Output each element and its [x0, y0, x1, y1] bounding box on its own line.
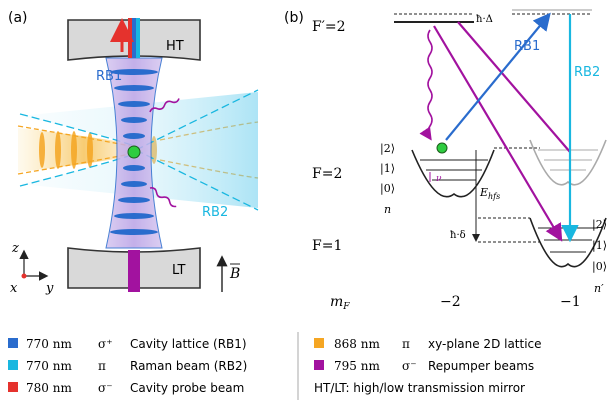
mirror-ht-label: HT: [166, 39, 184, 54]
level-f1: F=1: [312, 238, 342, 254]
svg-text:Raman beam (RB2): Raman beam (RB2): [130, 359, 247, 373]
mf-value-left: −2: [440, 294, 461, 310]
nu-label: ν: [436, 174, 442, 184]
panel-a-label: (a): [8, 10, 28, 26]
mf-label: mF: [330, 294, 350, 312]
axis-y: y: [45, 281, 54, 296]
axis-z: z: [11, 241, 19, 256]
rb1-label-b: RB1: [514, 39, 540, 54]
svg-text:Cavity probe beam: Cavity probe beam: [130, 381, 244, 395]
photon-down: [149, 187, 177, 208]
b-field-label: B: [229, 266, 240, 282]
svg-text:σ⁺: σ⁺: [98, 337, 113, 351]
level-f2: F=2: [312, 166, 342, 182]
level-fp2: F′=2: [312, 19, 346, 35]
svg-text:770 nm: 770 nm: [26, 337, 72, 351]
rb2-label-a: RB2: [202, 205, 228, 220]
axis-x: x: [10, 281, 18, 296]
svg-text:780 nm: 780 nm: [26, 381, 72, 395]
svg-text:xy-plane 2D lattice: xy-plane 2D lattice: [428, 337, 542, 351]
repumper-decay: [419, 29, 433, 141]
nprime-label: n′: [594, 282, 604, 295]
photon-up: [149, 98, 180, 113]
detuning-delta-cap: ħ·Δ: [476, 14, 493, 25]
repumper-column: [128, 250, 140, 292]
mf-value-right: −1: [560, 294, 581, 310]
rb1-transition: [445, 12, 551, 141]
svg-text:795 nm: 795 nm: [334, 359, 380, 373]
svg-text:σ⁻: σ⁻: [98, 381, 113, 395]
legend-item-repumper: 795 nm σ⁻ Repumper beams: [314, 359, 534, 373]
atom: [127, 145, 141, 159]
n-label: n: [384, 203, 391, 216]
lattice-2d-beam: [18, 128, 150, 172]
trap-left: [411, 149, 495, 198]
coord-axes: z x y: [10, 241, 54, 296]
svg-text:Cavity lattice (RB1): Cavity lattice (RB1): [130, 337, 247, 351]
repumper-beam-1: [433, 25, 563, 242]
state-left-1: |1⟩: [380, 162, 395, 176]
state-right-1: |1⟩: [592, 239, 607, 253]
legend-note: HT/LT: high/low transmission mirror: [314, 381, 525, 395]
cavity-lattice-antinodes: [110, 69, 158, 235]
detuning-delta-small: ħ·δ: [450, 230, 466, 241]
state-left-2: |2⟩: [380, 142, 395, 156]
hfs-label: Ehfs: [479, 186, 500, 201]
legend: 770 nm σ⁺ Cavity lattice (RB1) 770 nm π …: [8, 332, 542, 400]
legend-item-rb1: 770 nm σ⁺ Cavity lattice (RB1): [8, 337, 247, 351]
svg-text:770 nm: 770 nm: [26, 359, 72, 373]
state-left-0: |0⟩: [380, 182, 395, 196]
mirror-lt-label: LT: [172, 263, 185, 278]
svg-text:π: π: [402, 337, 410, 351]
svg-text:868 nm: 868 nm: [334, 337, 380, 351]
svg-text:σ⁻: σ⁻: [402, 359, 417, 373]
svg-text:Repumper beams: Repumper beams: [428, 359, 534, 373]
atom-level: [436, 142, 448, 154]
legend-item-lattice: 868 nm π xy-plane 2D lattice: [314, 337, 542, 351]
rb2-label-b: RB2: [574, 65, 600, 80]
repumper-beam-2: [457, 21, 571, 153]
trap-right: [529, 217, 607, 268]
panel-b-label: (b): [284, 10, 304, 26]
state-right-0: |0⟩: [592, 260, 607, 274]
legend-item-probe: 780 nm σ⁻ Cavity probe beam: [8, 381, 244, 395]
b-field: B: [216, 255, 240, 292]
svg-text:π: π: [98, 359, 106, 373]
rb1-label-a: RB1: [96, 69, 122, 84]
state-right-2: |2⟩: [592, 218, 607, 232]
rb2-beam: [20, 92, 258, 208]
legend-item-rb2: 770 nm π Raman beam (RB2): [8, 359, 247, 373]
